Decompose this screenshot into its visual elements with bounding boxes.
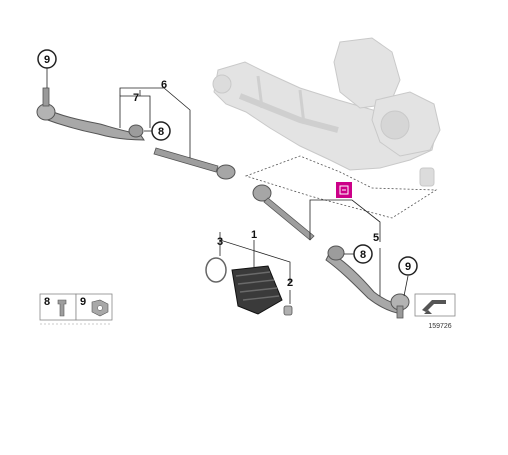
svg-text:8: 8 xyxy=(360,249,366,261)
inner-tie-rod-right xyxy=(252,184,315,241)
outer-tie-rod-end-left xyxy=(36,87,145,141)
svg-text:8: 8 xyxy=(158,126,164,138)
outer-tie-rod-end-right xyxy=(325,245,410,319)
callout-3: 3 xyxy=(217,236,223,248)
callout-5: 5 xyxy=(373,232,379,244)
callout-7: 7 xyxy=(133,92,139,104)
clamp-ring xyxy=(205,257,227,283)
rubber-bellows xyxy=(231,265,283,315)
arrow-reference-icon xyxy=(414,293,456,317)
svg-text:8: 8 xyxy=(44,296,50,308)
steering-rack-ghost xyxy=(212,37,441,187)
callout-1: 1 xyxy=(251,229,257,241)
small-clamp xyxy=(283,305,293,316)
callout-2: 2 xyxy=(287,277,293,289)
legend-box-bolt: 8 xyxy=(39,293,77,321)
diagram-number: 159726 xyxy=(428,323,451,330)
callout-6: 6 xyxy=(161,79,167,91)
warning-marker-icon xyxy=(336,182,352,198)
svg-text:9: 9 xyxy=(80,296,86,308)
leader-lines xyxy=(46,66,409,304)
reference-dotted-frame xyxy=(244,155,438,219)
svg-text:9: 9 xyxy=(405,261,411,273)
callout-8-right: 8 xyxy=(353,244,373,264)
legend-box-nut: 9 xyxy=(75,293,113,321)
svg-text:9: 9 xyxy=(44,54,50,66)
callout-8-left: 8 xyxy=(151,121,171,141)
callout-9-left: 9 xyxy=(37,49,57,69)
callout-9-right: 9 xyxy=(398,256,418,276)
inner-tie-rod-left xyxy=(153,147,236,180)
